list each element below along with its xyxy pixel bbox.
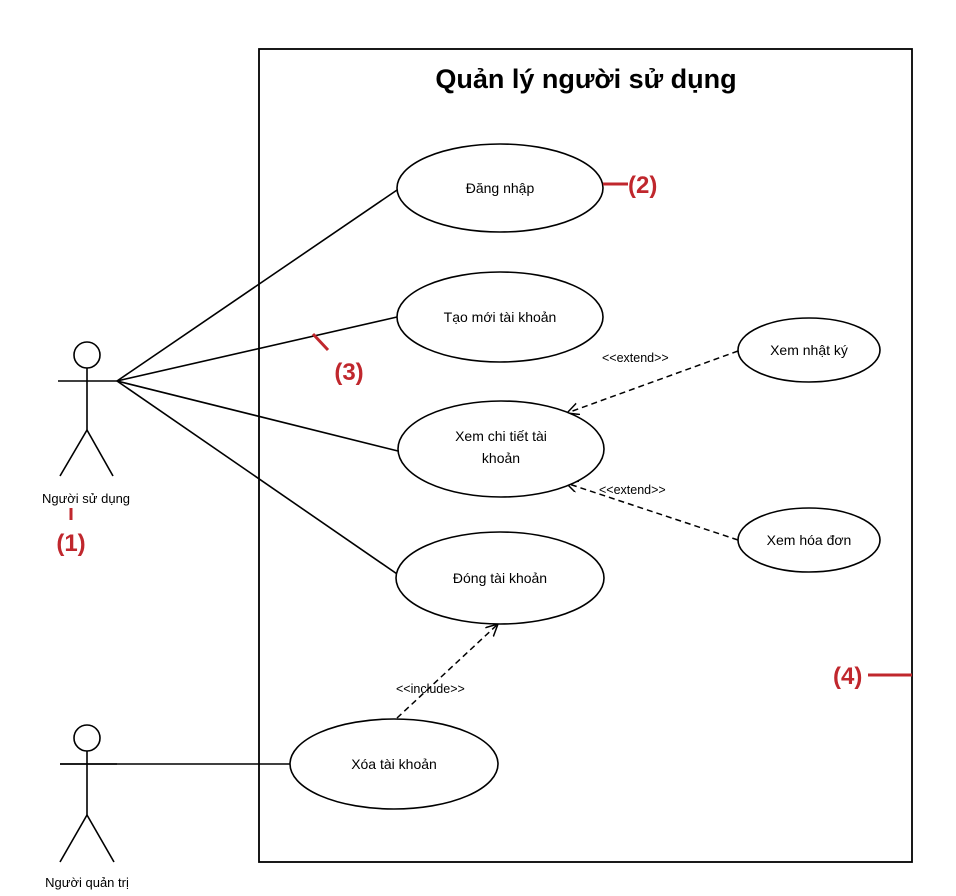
use-case-shape <box>397 400 605 498</box>
marker-1: (1) <box>56 508 86 557</box>
use-case-label-line1: Xem chi tiết tài <box>455 428 547 444</box>
use-case-label: Tạo mới tài khoản <box>444 309 557 325</box>
marker-label: (4) <box>833 663 862 690</box>
extend-label-log: <<extend>> <box>602 351 669 365</box>
extend-label-invoice: <<extend>> <box>599 483 666 497</box>
use-case-delete-account: Xóa tài khoản <box>289 718 499 810</box>
use-case-shape <box>396 143 604 233</box>
association-close-account <box>116 380 401 577</box>
extend-arrow-invoice <box>566 483 739 541</box>
use-case-shape <box>737 507 881 573</box>
actor-label: Người sử dụng <box>42 491 130 506</box>
use-case-label: Xem hóa đơn <box>767 532 852 548</box>
use-case-shape <box>289 718 499 810</box>
marker-leader <box>311 332 330 352</box>
use-case-view-details: Xem chi tiết tài khoản <box>397 400 605 498</box>
use-case-view-log: Xem nhật ký <box>737 317 881 383</box>
use-case-view-invoice: Xem hóa đơn <box>737 507 881 573</box>
marker-3: (3) <box>311 332 364 386</box>
use-case-label: Xem nhật ký <box>770 342 848 358</box>
actor-figure-icon <box>59 724 117 863</box>
include-label-close: <<include>> <box>396 682 465 696</box>
use-case-label: Đóng tài khoản <box>453 570 547 586</box>
actor-figure-icon <box>58 341 117 477</box>
marker-label: (1) <box>56 530 85 557</box>
use-case-login: Đăng nhập <box>396 143 604 233</box>
use-case-shape <box>737 317 881 383</box>
actor-admin: Người quản trị <box>45 724 129 890</box>
system-title: Quản lý người sử dụng <box>435 64 736 94</box>
include-arrow-close <box>396 624 498 719</box>
marker-4: (4) <box>833 663 912 690</box>
marker-label: (2) <box>628 172 657 199</box>
association-login <box>116 187 401 382</box>
use-case-label: Đăng nhập <box>466 180 535 196</box>
extend-arrow-log <box>567 350 739 413</box>
marker-2: (2) <box>603 172 657 199</box>
use-case-create-account: Tạo mới tài khoản <box>396 271 604 363</box>
use-case-shape <box>396 271 604 363</box>
actor-user: Người sử dụng <box>42 341 130 506</box>
use-case-label-line2: khoản <box>482 450 520 466</box>
marker-label: (3) <box>334 359 363 386</box>
association-view-details <box>116 380 399 452</box>
user-associations <box>116 187 401 577</box>
association-create-account <box>116 316 398 382</box>
use-case-close-account: Đóng tài khoản <box>395 531 605 625</box>
use-case-shape <box>395 531 605 625</box>
actor-label: Người quản trị <box>45 875 129 890</box>
use-case-label: Xóa tài khoản <box>351 756 437 772</box>
system-boundary <box>258 48 913 863</box>
